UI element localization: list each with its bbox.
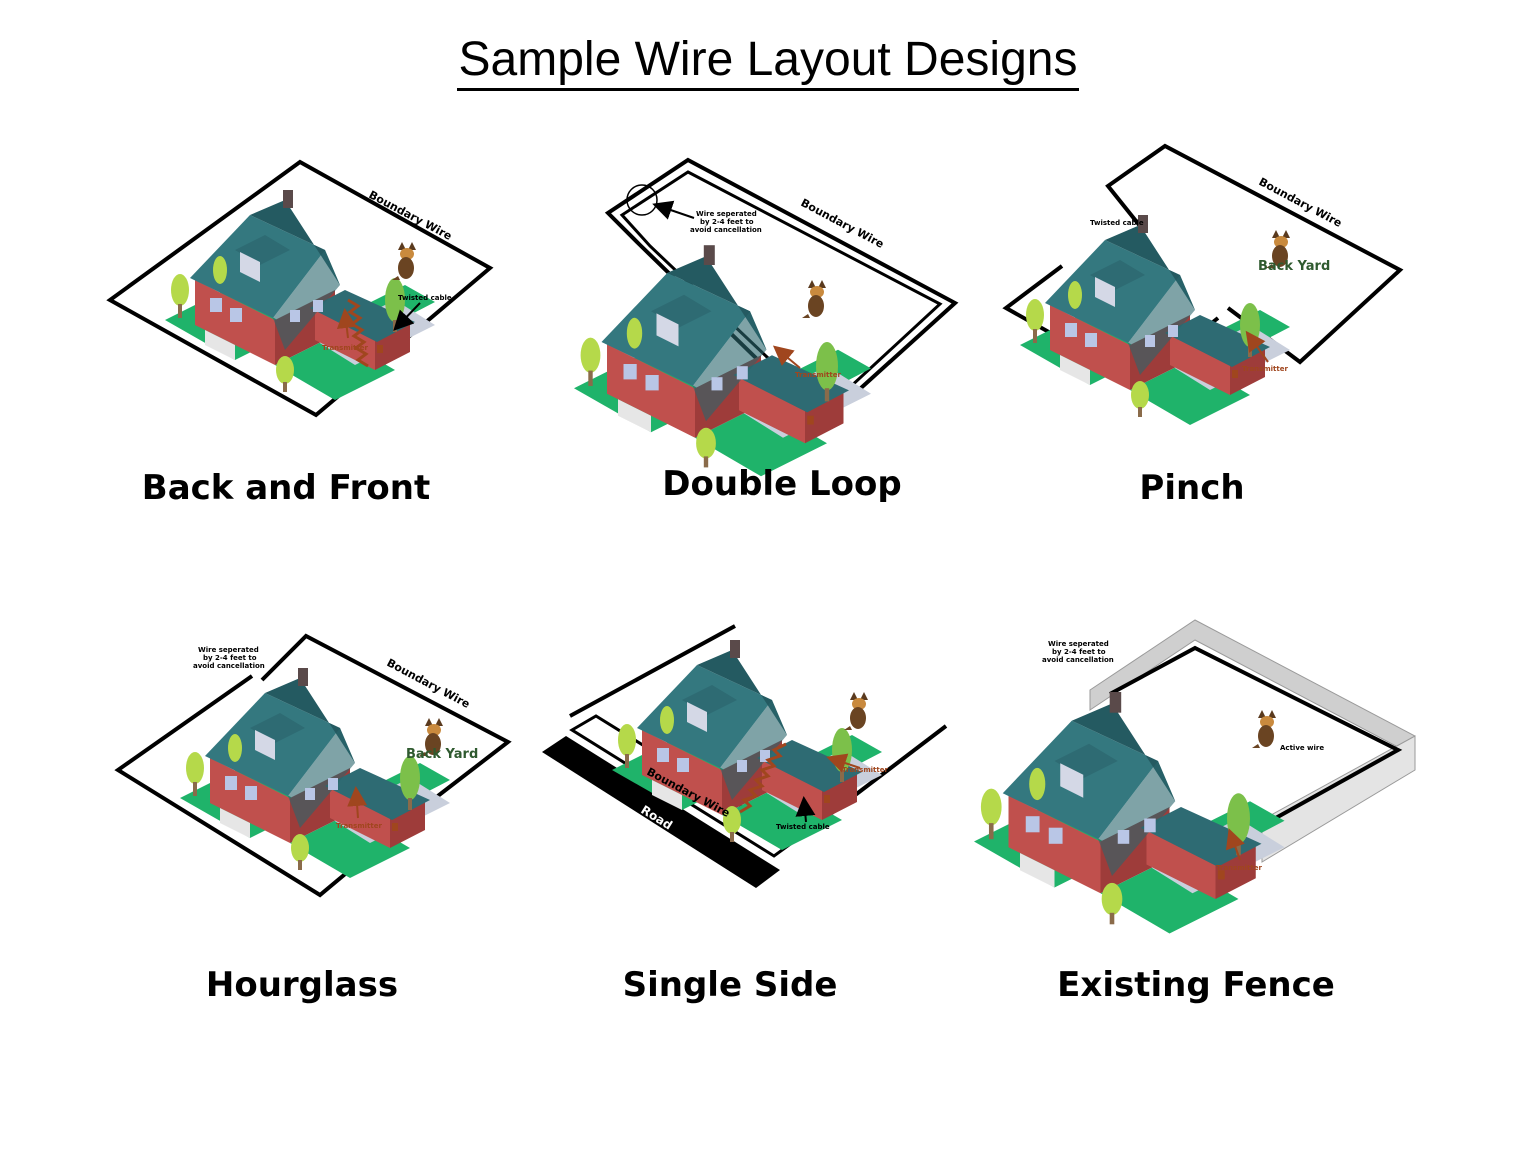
transmitter-label: Transmitter <box>1242 365 1288 373</box>
active-wire-outline <box>1109 645 1403 826</box>
back-yard-label: Back Yard <box>1258 259 1330 274</box>
page-title-text: Sample Wire Layout Designs <box>456 33 1080 91</box>
back-yard-label: Back Yard <box>406 747 478 762</box>
layout-label-pinch: Pinch <box>1139 468 1245 508</box>
layout-label-back-and-front: Back and Front <box>141 468 431 508</box>
separation-note-3: avoid cancellation <box>193 662 265 670</box>
twisted-cable <box>739 742 787 814</box>
separation-note-1: Wire seperated <box>696 210 757 218</box>
separation-note-2: by 2-4 feet to <box>203 654 257 662</box>
twisted-cable-label: Twisted cable <box>398 294 452 302</box>
active-wire-label: Active wire <box>1280 744 1324 752</box>
separation-note-2: by 2-4 feet to <box>700 218 754 226</box>
layout-label-existing-fence: Existing Fence <box>1057 965 1335 1005</box>
twisted-cable-label: Twisted cable <box>776 823 830 831</box>
layout-label-single-side: Single Side <box>622 965 838 1005</box>
twisted-cable-label: Twisted cable <box>1090 219 1144 227</box>
transmitter-label: Transmitter <box>1216 864 1262 872</box>
transmitter-label: Transmitter <box>842 766 888 774</box>
road <box>542 736 780 888</box>
page-title: Sample Wire Layout Designs <box>0 32 1536 91</box>
transmitter-label: Transmitter <box>322 344 368 352</box>
separation-note-3: avoid cancellation <box>690 226 762 234</box>
house-illustration <box>974 692 1285 934</box>
transmitter-label: Transmitter <box>795 371 841 379</box>
transmitter-label: Transmitter <box>336 822 382 830</box>
separation-note-1: Wire seperated <box>198 646 259 654</box>
layout-label-double-loop: Double Loop <box>662 464 902 504</box>
separation-circle <box>626 184 658 216</box>
boundary-wire-outline <box>106 159 494 418</box>
separation-note-2: by 2-4 feet to <box>1052 648 1106 656</box>
separation-note-1: Wire seperated <box>1048 640 1109 648</box>
dog-icon <box>1252 710 1276 748</box>
layout-label-hourglass: Hourglass <box>205 965 399 1005</box>
separation-note-3: avoid cancellation <box>1042 656 1114 664</box>
